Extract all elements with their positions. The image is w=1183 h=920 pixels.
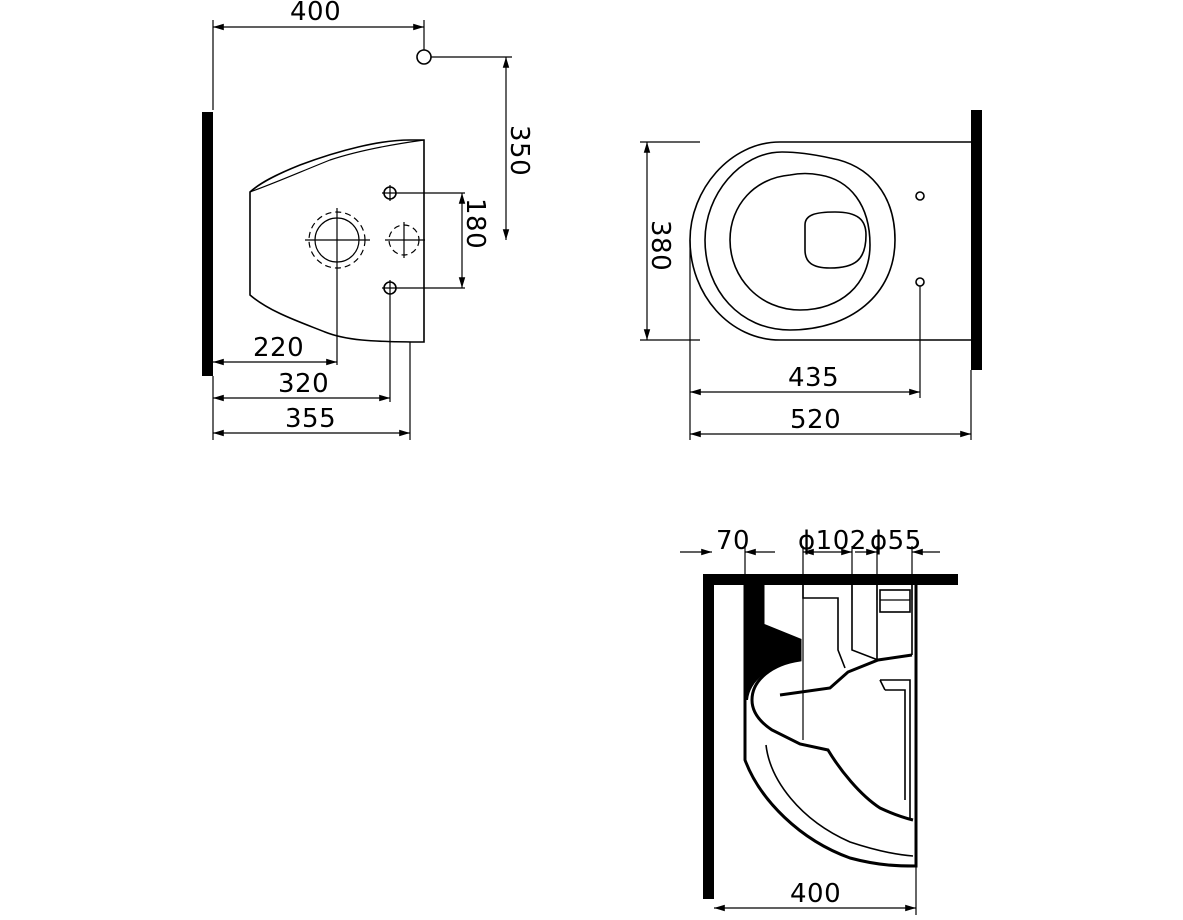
dim-label-180: 180 (460, 198, 490, 249)
seat-hole-top (915, 191, 925, 201)
bowl-rear-outline (249, 139, 425, 343)
dim-label-220: 220 (253, 333, 304, 363)
dim-label-520: 520 (790, 405, 841, 435)
dim-label-70: 70 (716, 526, 750, 556)
section-view: 70 ϕ102 ϕ55 400 (680, 526, 958, 915)
rear-view: 400 350 180 220 320 (202, 0, 534, 440)
water-surface (804, 211, 867, 269)
bowl-section-outer (743, 585, 918, 868)
wall-right (971, 110, 982, 370)
outlet-pipe (802, 585, 846, 669)
dim-label-380: 380 (645, 220, 675, 271)
section-wall-top (703, 574, 958, 585)
dim-label-400: 400 (290, 0, 341, 27)
dim-label-320: 320 (278, 369, 329, 399)
seat-hole-bottom (915, 277, 925, 287)
dim-label-d55: ϕ55 (870, 526, 922, 556)
dim-label-355: 355 (285, 404, 336, 434)
dim-label-400-bottom: 400 (790, 879, 841, 909)
plan-view: 380 435 520 (640, 110, 982, 440)
dim-label-435: 435 (788, 363, 839, 393)
trap-outline (750, 585, 914, 822)
water-inlet-circle (416, 49, 432, 65)
bowl-plan-outline (689, 141, 971, 341)
dim-label-350: 350 (504, 125, 534, 176)
wall-left (202, 112, 213, 376)
dim-label-d102: ϕ102 (798, 526, 867, 556)
section-wall-vertical (703, 574, 714, 899)
flush-inlet (876, 585, 913, 660)
